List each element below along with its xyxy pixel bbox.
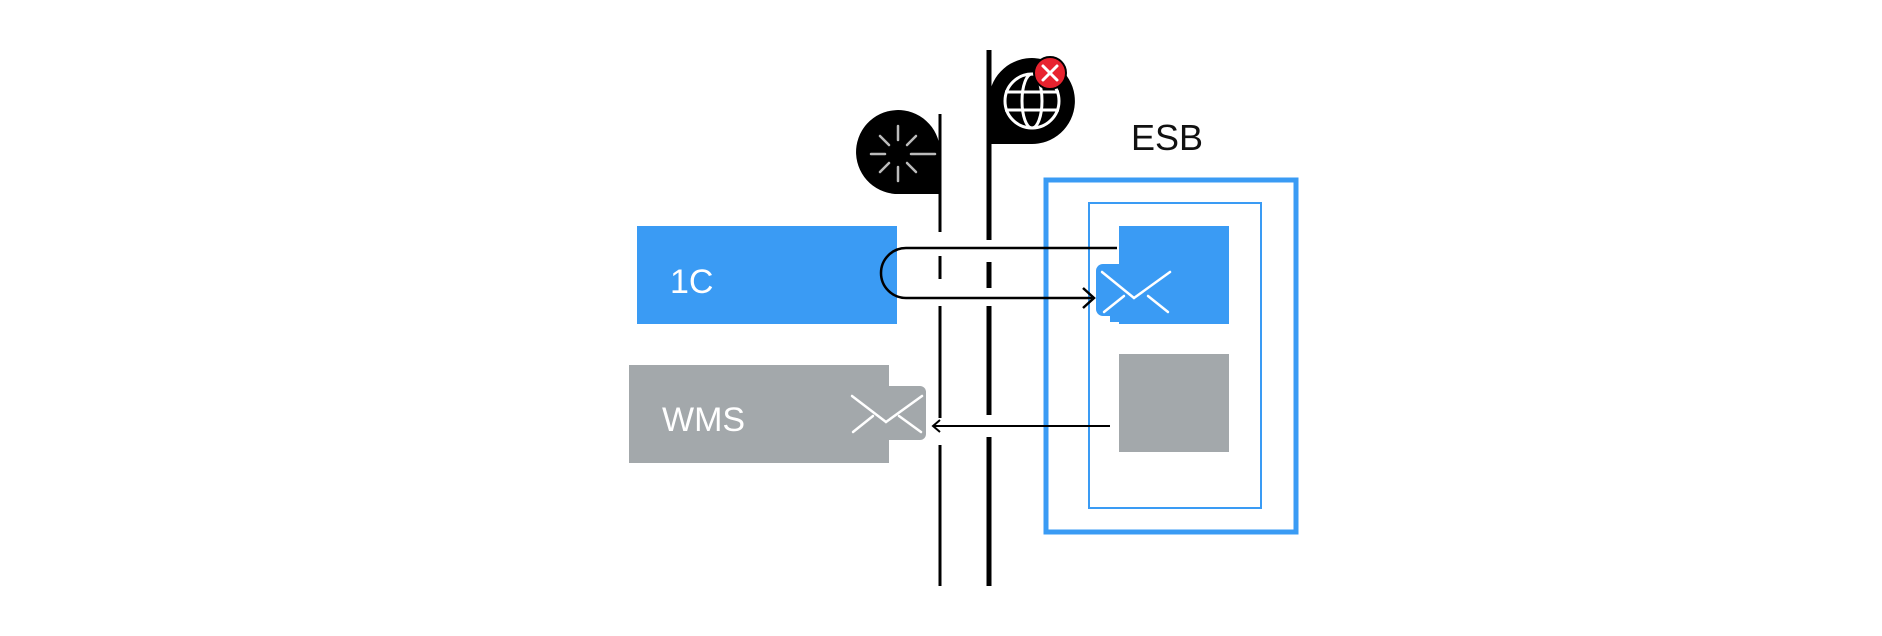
esb-inner-frame — [1088, 202, 1262, 509]
send-arrow-head — [1082, 287, 1096, 309]
error-x-icon — [1033, 56, 1067, 90]
envelope-icon — [1096, 264, 1229, 322]
return-arrow-head — [931, 419, 941, 433]
envelope-icon — [850, 386, 926, 440]
system-1c-block — [637, 226, 897, 324]
esb-label: ESB — [1131, 117, 1203, 158]
esb-queue-out-block — [1119, 354, 1229, 452]
spinner-icon — [856, 110, 940, 195]
system-1c-label: 1C — [670, 263, 713, 301]
system-wms-block — [629, 365, 889, 463]
send-arrow-line — [879, 246, 1117, 300]
system-wms-label: WMS — [662, 401, 745, 439]
esb-outer-frame — [1043, 177, 1299, 535]
